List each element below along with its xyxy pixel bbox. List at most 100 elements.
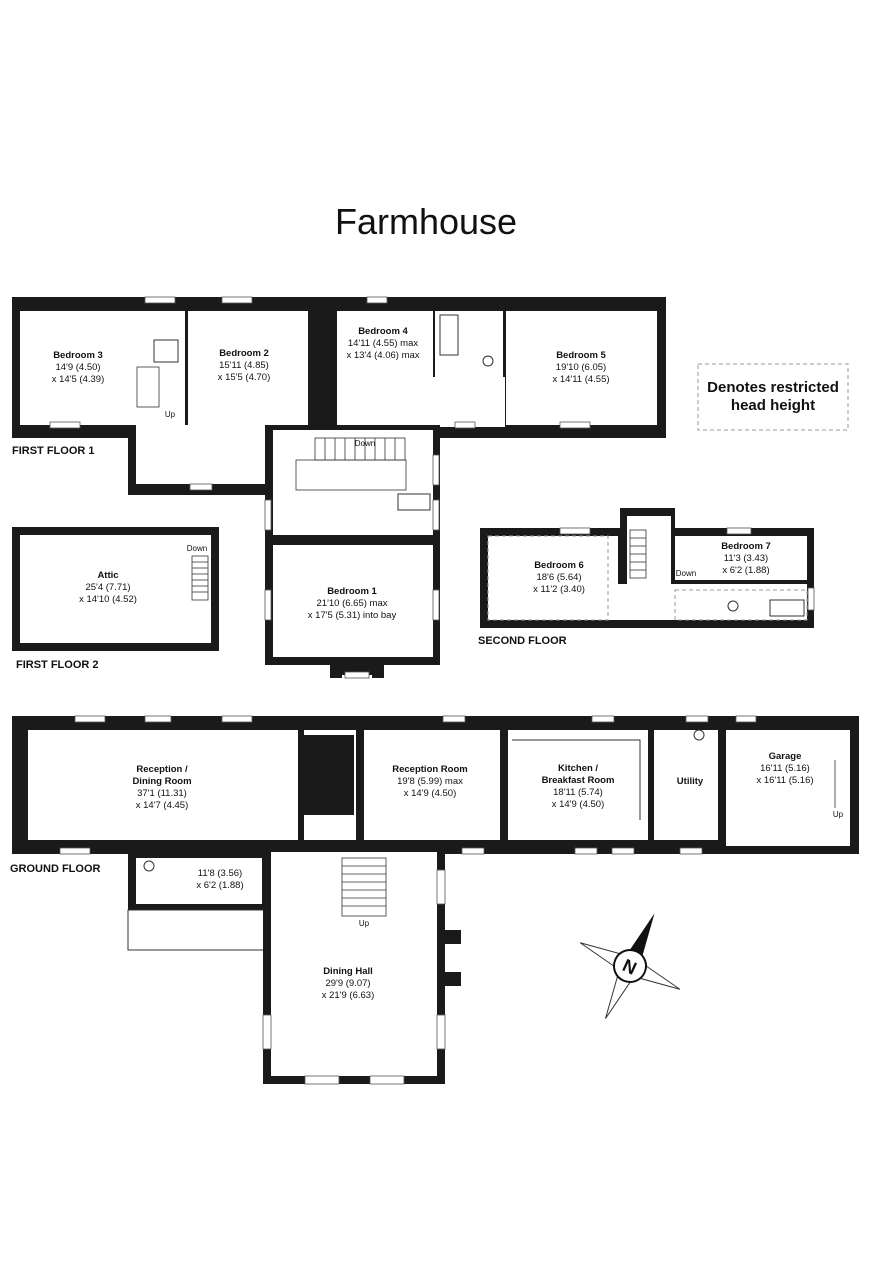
garage-stairs-up-label: Up — [833, 810, 844, 819]
bedroom-1-floor — [273, 545, 433, 657]
reception-room-dim1: 19'8 (5.99) max — [397, 776, 463, 787]
window — [144, 715, 172, 723]
window — [679, 847, 703, 855]
window — [366, 296, 388, 304]
bedroom-5-dim2: x 14'11 (4.55) — [552, 374, 609, 385]
window — [369, 1075, 405, 1085]
bedroom-4-dim2: x 13'4 (4.06) max — [346, 350, 419, 361]
lobby-floor — [136, 858, 262, 904]
reception-room-dim2: x 14'9 (4.50) — [404, 788, 457, 799]
window — [559, 421, 591, 429]
window — [807, 587, 815, 611]
window — [454, 421, 476, 429]
kitchen-name-1: Kitchen / — [558, 763, 598, 774]
window — [59, 847, 91, 855]
reception-dining-floor — [28, 730, 298, 840]
bedroom-3-dim1: 14'9 (4.50) — [55, 362, 100, 373]
compass-icon — [579, 913, 681, 1019]
first-floor-1-label: FIRST FLOOR 1 — [12, 445, 95, 457]
dining-hall-dim2: x 21'9 (6.63) — [322, 990, 375, 1001]
window — [432, 499, 440, 531]
lobby-dim2: x 6'2 (1.88) — [196, 880, 243, 891]
window — [344, 671, 370, 679]
second-floor-stairs — [629, 529, 647, 579]
window — [685, 715, 709, 723]
dining-hall-dim1: 29'9 (9.07) — [325, 978, 370, 989]
garage-dim2: x 16'11 (5.16) — [756, 775, 813, 786]
reception-dining-name-2: Dining Room — [132, 776, 191, 787]
window — [726, 527, 752, 535]
reception-room-name: Reception Room — [392, 764, 467, 775]
landing-floor — [115, 311, 185, 425]
second-floor-down-label: Down — [676, 569, 696, 578]
toilet-icon — [143, 860, 155, 872]
window — [264, 589, 272, 621]
plan-title: Farmhouse — [335, 201, 517, 242]
window — [432, 589, 440, 621]
toilet-icon — [693, 729, 705, 741]
bedroom-6-dim2: x 11'2 (3.40) — [533, 584, 585, 595]
window — [221, 715, 253, 723]
restricted-height-area — [487, 535, 609, 621]
reception-dining-dim1: 37'1 (11.31) — [137, 788, 187, 799]
stairs-down-label: Down — [355, 439, 375, 448]
attic-name: Attic — [97, 570, 118, 581]
legend-dashed-box — [697, 363, 849, 431]
bedroom-2-floor — [188, 311, 308, 425]
toilet-icon — [482, 355, 494, 367]
bedroom-3-dim2: x 14'5 (4.39) — [52, 374, 105, 385]
toilet-icon — [727, 600, 739, 612]
window — [574, 847, 598, 855]
bedroom-3-floor — [20, 311, 115, 425]
stairwell-floor — [627, 516, 671, 584]
bedroom-7-dim1: 11'3 (3.43) — [724, 553, 768, 564]
reception-room-floor — [364, 730, 500, 840]
corridor-floor — [405, 377, 505, 427]
ground-stairs-up-label: Up — [359, 919, 370, 928]
utility-floor — [654, 730, 718, 840]
legend-line-2: head height — [731, 397, 815, 414]
kitchen-dim2: x 14'9 (4.50) — [552, 799, 605, 810]
bath-icon — [397, 493, 431, 511]
bedroom-7-dim2: x 6'2 (1.88) — [722, 565, 769, 576]
dining-hall-chimney — [445, 930, 461, 944]
bedroom-4-dim1: 14'11 (4.55) max — [348, 338, 419, 349]
first-floor-stairs — [136, 366, 407, 491]
bedroom-6-name: Bedroom 6 — [534, 560, 584, 571]
second-floor-plan: Down Bedroom 6 18'6 (5.64) x 11'2 (3.40)… — [478, 508, 815, 647]
bedroom-5-name: Bedroom 5 — [556, 350, 606, 361]
attic-floor — [20, 535, 211, 643]
bedroom-5-floor — [506, 311, 657, 425]
window — [559, 527, 591, 535]
bedroom-1-dim1: 21'10 (6.65) max — [317, 598, 388, 609]
bedroom-2-dim2: x 15'5 (4.70) — [218, 372, 271, 383]
window — [189, 483, 213, 491]
window — [49, 421, 81, 429]
bedroom-6-dim1: 18'6 (5.64) — [536, 572, 581, 583]
kitchen-dim1: 18'11 (5.74) — [553, 787, 603, 798]
window — [591, 715, 615, 723]
restricted-height-legend: Denotes restricted head height — [697, 363, 849, 431]
stairs-up-label: Up — [165, 410, 176, 419]
restricted-height-area — [674, 589, 808, 621]
dining-hall-floor — [271, 852, 437, 1076]
attic-dim2: x 14'10 (4.52) — [79, 594, 137, 605]
second-floor-landing-floor — [618, 584, 807, 620]
first-floor-2-label: FIRST FLOOR 2 — [16, 659, 99, 671]
first-floor-2-plan: Down Attic 25'4 (7.71) x 14'10 (4.52) FI… — [12, 527, 219, 671]
garage-dim1: 16'11 (5.16) — [760, 763, 810, 774]
utility-name: Utility — [677, 776, 704, 787]
first-floor-1-plan: Down Up Bedroom 3 14'9 (4.50) x 14'5 (4.… — [12, 296, 666, 679]
bedroom-1-dim2: x 17'5 (5.31) into bay — [308, 610, 397, 621]
corridor-floor-lower — [136, 425, 265, 484]
window — [304, 1075, 340, 1085]
dining-hall-name: Dining Hall — [323, 966, 373, 977]
ground-floor-label: GROUND FLOOR — [10, 863, 100, 875]
bedroom-5-dim1: 19'10 (6.05) — [556, 362, 606, 373]
window — [442, 715, 466, 723]
attic-stairs-down-label: Down — [187, 544, 207, 553]
lobby-extension-outline — [127, 909, 265, 951]
window — [262, 1014, 272, 1050]
bedroom-7-name: Bedroom 7 — [721, 541, 771, 552]
